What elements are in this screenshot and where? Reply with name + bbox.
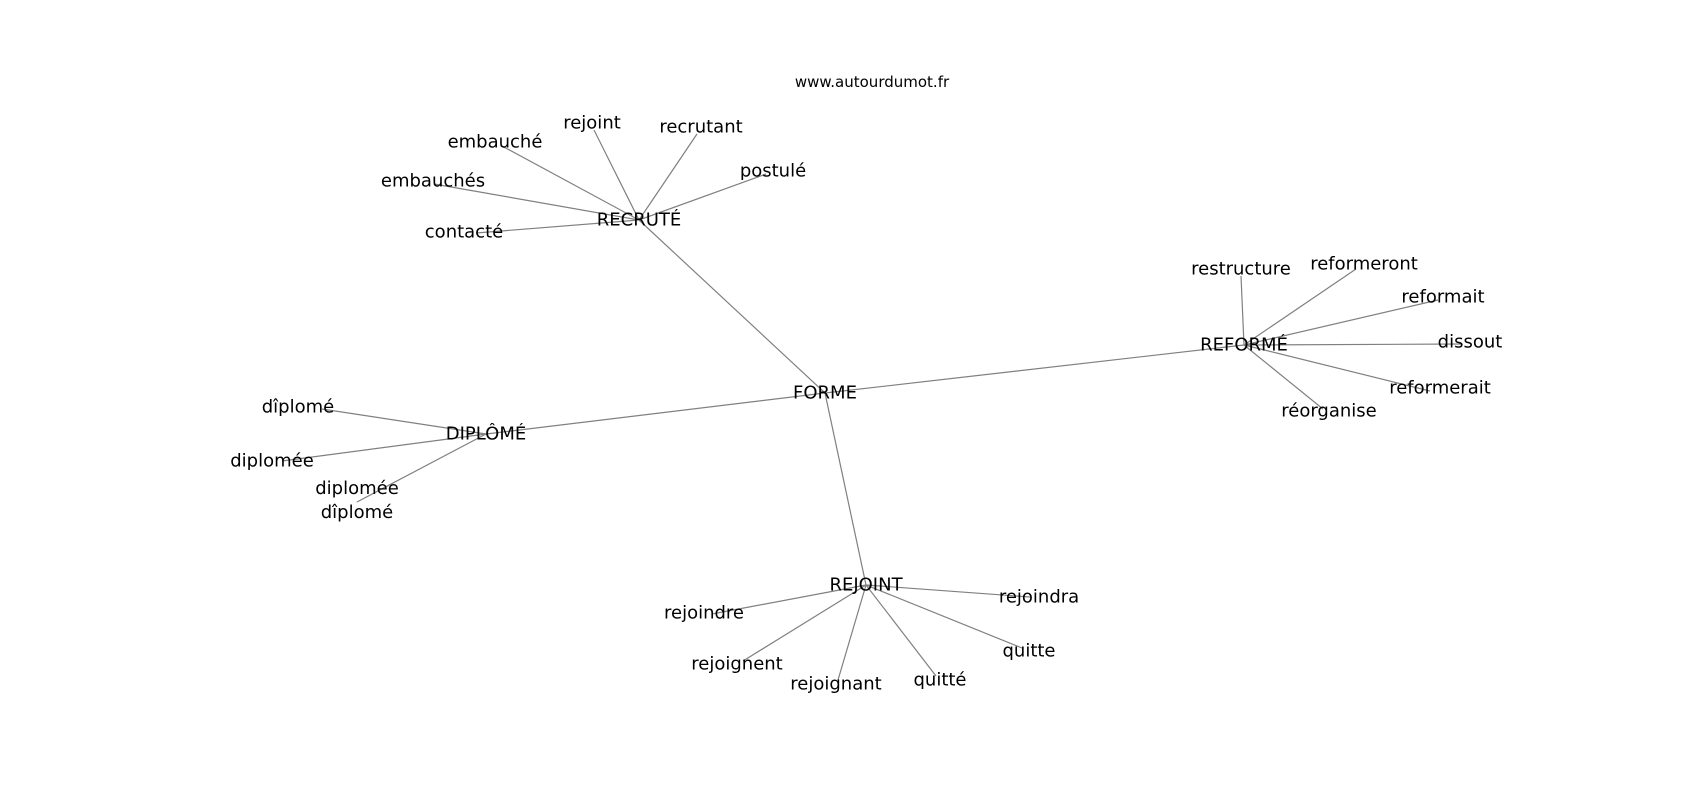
leaf-node-label-rejoignent: rejoignent bbox=[691, 654, 782, 675]
edge-diplome-diplome bbox=[321, 408, 487, 435]
leaf-node-label-quitte: quitte bbox=[1002, 641, 1055, 662]
hub-node-label-reforme: REFORMÉ bbox=[1200, 334, 1288, 356]
edge-forme-recrute bbox=[638, 219, 826, 394]
edge-rejoint-rejoignant bbox=[837, 584, 867, 681]
leaf-node-label-rejoint: rejoint bbox=[563, 113, 621, 134]
hub-node-label-diplome: DIPLÔMÉ bbox=[446, 423, 526, 445]
edge-recrute-contacte bbox=[475, 219, 640, 234]
edge-diplome-diplomee-diplome bbox=[356, 433, 487, 503]
leaf-node-label-embauches: embauchés bbox=[381, 171, 485, 192]
edge-rejoint-quitte bbox=[865, 584, 1023, 649]
hub-node-label-recrute: RECRUTÉ bbox=[597, 209, 682, 231]
edge-rejoint-quitte bbox=[865, 584, 937, 677]
leaf-node-label-rejoindra: rejoindra bbox=[999, 587, 1079, 608]
leaf-node-label-reformait: reformait bbox=[1401, 287, 1484, 308]
labels-layer: FORME RECRUTÉ embauché rejoint recrutant post… bbox=[230, 113, 1502, 695]
edge-recrute-embauche bbox=[501, 145, 640, 221]
edge-reforme-restructure bbox=[1240, 275, 1245, 346]
leaf-node-label-embauche: embauché bbox=[448, 132, 543, 153]
edge-forme-reforme bbox=[824, 344, 1245, 394]
edge-recrute-rejoint bbox=[593, 129, 640, 221]
edge-recrute-embauches bbox=[433, 183, 640, 221]
edge-rejoint-rejoindra bbox=[865, 584, 1031, 598]
leaf-node-label-rejoindre: rejoindre bbox=[664, 603, 744, 624]
leaf-node-label-restructure: restructure bbox=[1191, 259, 1291, 280]
edge-rejoint-rejoignent bbox=[742, 584, 867, 662]
edge-reforme-reformait bbox=[1243, 299, 1439, 346]
leaf-node-label-reformeront: reformeront bbox=[1310, 254, 1418, 275]
edge-reforme-reformerait bbox=[1243, 344, 1431, 392]
edge-reforme-dissout bbox=[1243, 343, 1463, 346]
edge-recrute-recrutant bbox=[638, 133, 698, 221]
edge-recrute-postule bbox=[638, 173, 767, 221]
leaf-node-label-contacte: contacté bbox=[425, 222, 503, 243]
edge-forme-rejoint bbox=[824, 392, 867, 586]
leaf-node-label-postule: postulé bbox=[740, 161, 806, 182]
leaf-node-label-rejoignant: rejoignant bbox=[790, 674, 881, 695]
edge-forme-diplome bbox=[485, 392, 826, 435]
leaf-node-label-reformerait: reformerait bbox=[1389, 378, 1491, 399]
edge-reforme-reformeront bbox=[1243, 268, 1357, 346]
center-node-label: FORME bbox=[793, 383, 857, 404]
leaf-node-label-quitte: quitté bbox=[913, 670, 966, 691]
edges-layer bbox=[281, 129, 1463, 681]
edge-rejoint-rejoindre bbox=[711, 584, 867, 615]
leaf-node-label-reorganise: réorganise bbox=[1281, 401, 1377, 422]
leaf-node-label-diplomee: diplomée bbox=[230, 451, 314, 472]
leaf-node-label-recrutant: recrutant bbox=[659, 117, 742, 138]
leaf-node-label-dissout: dissout bbox=[1438, 332, 1503, 353]
watermark-url: www.autourdumot.fr bbox=[795, 73, 950, 91]
hub-node-label-rejoint: REJOINT bbox=[829, 575, 903, 596]
edge-reforme-reorganise bbox=[1243, 344, 1324, 410]
edge-diplome-diplomee bbox=[281, 433, 487, 462]
leaf-node-label-diplome: dîplomé bbox=[262, 397, 334, 418]
